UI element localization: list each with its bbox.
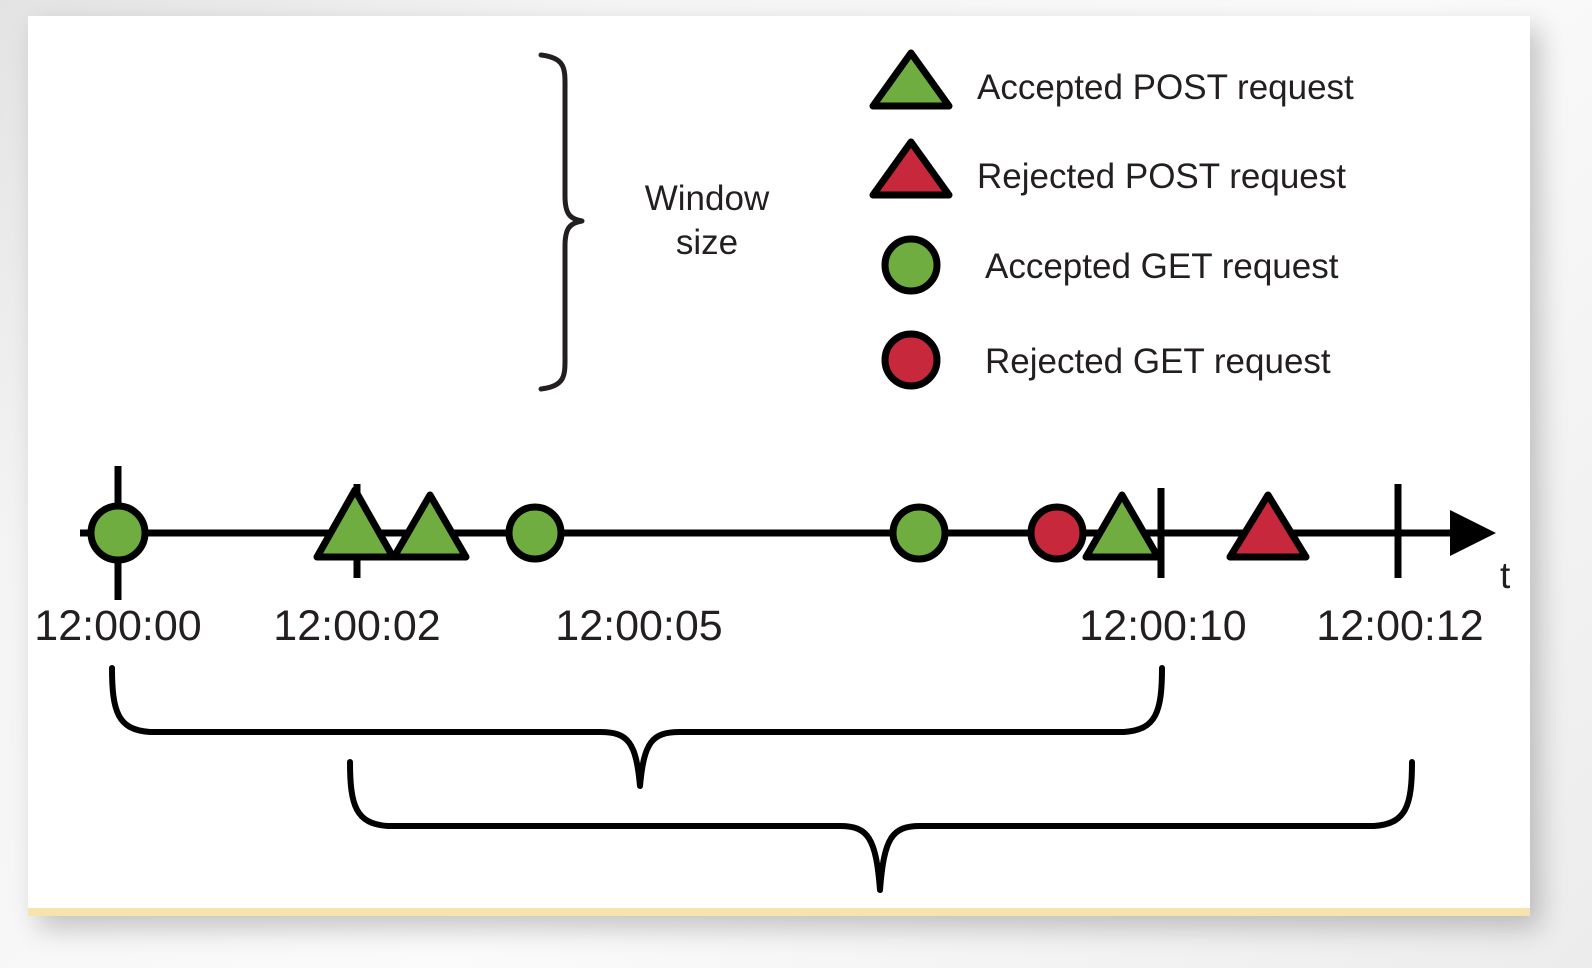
timeline-events bbox=[87, 486, 1310, 564]
slide-card-bottom-edge bbox=[28, 908, 1530, 916]
slide-card bbox=[28, 16, 1530, 916]
first-window-brace bbox=[109, 665, 1165, 789]
timeline-axis bbox=[80, 510, 1496, 556]
legend-label-accepted-get: Accepted GET request bbox=[985, 247, 1339, 286]
rejected-get-circle-icon bbox=[881, 330, 941, 390]
event-marker-accepted-post bbox=[1082, 491, 1162, 561]
rejected-post-triangle-icon bbox=[869, 138, 953, 199]
legend-item-rejected-post: Rejected POST request bbox=[869, 138, 1346, 199]
event-marker-accepted-get bbox=[87, 502, 149, 564]
second-window-brace bbox=[347, 759, 1415, 893]
accepted-get-circle-icon bbox=[881, 235, 941, 295]
legend-label-accepted-post: Accepted POST request bbox=[977, 68, 1354, 107]
event-marker-accepted-get bbox=[889, 503, 949, 563]
event-marker-accepted-get bbox=[505, 503, 565, 563]
event-marker-accepted-post bbox=[313, 486, 397, 561]
axis-arrowhead bbox=[1450, 510, 1496, 556]
axis-tick-labels: 12:00:00 12:00:02 12:00:05 12:00:10 12:0… bbox=[34, 602, 1483, 650]
legend-label-rejected-get: Rejected GET request bbox=[985, 342, 1331, 381]
tick-label-120012: 12:00:12 bbox=[1316, 602, 1483, 650]
window-size-label-line2: size bbox=[676, 223, 738, 262]
tick-label-120005: 12:00:05 bbox=[555, 602, 722, 650]
event-marker-rejected-get bbox=[1027, 503, 1087, 563]
legend-label-rejected-post: Rejected POST request bbox=[977, 157, 1346, 196]
legend-item-accepted-post: Accepted POST request bbox=[869, 49, 1354, 110]
accepted-post-triangle-icon bbox=[869, 49, 953, 110]
event-marker-accepted-post bbox=[390, 491, 470, 561]
tick-label-120000: 12:00:00 bbox=[34, 602, 201, 650]
window-size-label-line1: Window bbox=[645, 179, 770, 218]
window-size-brace bbox=[538, 52, 585, 392]
axis-label-t: t bbox=[1500, 555, 1511, 596]
legend-item-accepted-get: Accepted GET request bbox=[881, 235, 1339, 295]
event-marker-rejected-post bbox=[1226, 491, 1310, 561]
tick-label-120010: 12:00:10 bbox=[1079, 602, 1246, 650]
legend-item-rejected-get: Rejected GET request bbox=[881, 330, 1331, 390]
tick-label-120002: 12:00:02 bbox=[273, 602, 440, 650]
